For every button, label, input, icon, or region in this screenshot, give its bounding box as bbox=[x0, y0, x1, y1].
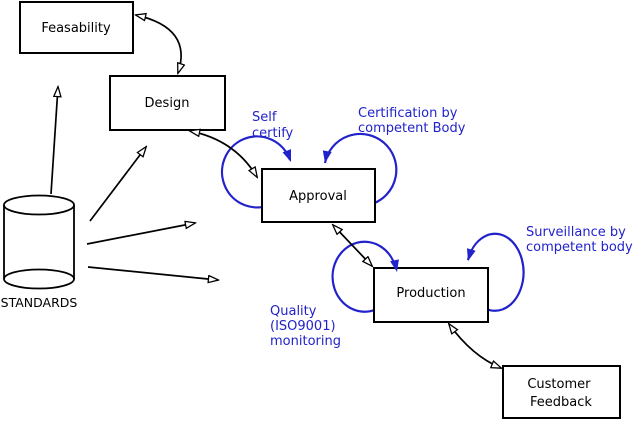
customer-feedback-node bbox=[502, 365, 621, 419]
certification-label: Certification by competent Body bbox=[358, 106, 466, 136]
surveillance-arrowhead-icon bbox=[466, 248, 476, 261]
arrow-standards-approval bbox=[86, 223, 195, 245]
arrow-standards-design bbox=[89, 147, 146, 222]
design-label: Design bbox=[145, 96, 190, 111]
quality-monitoring-label: Quality (ISO9001) monitoring bbox=[270, 304, 341, 349]
self-certify-label: Self certify bbox=[252, 110, 294, 141]
quality-monitoring-arrowhead-icon bbox=[390, 259, 399, 272]
surveillance-loop bbox=[466, 232, 525, 312]
arrow-production-customer-feedback bbox=[449, 324, 501, 368]
standards-label: STANDARDS bbox=[1, 295, 78, 310]
loop-arrowheads bbox=[282, 149, 476, 272]
approval-label: Approval bbox=[289, 189, 347, 204]
design-node bbox=[109, 75, 226, 131]
arrow-feasability-design bbox=[136, 15, 181, 73]
cylinder-bottom bbox=[3, 268, 75, 290]
self-certify-arrowhead-icon bbox=[282, 149, 291, 162]
surveillance-label: Surveillance by competent body bbox=[526, 225, 633, 255]
certification-loop bbox=[323, 132, 398, 206]
arrow-standards-feasability bbox=[50, 87, 58, 195]
customer-feedback-label: Customer Feedback bbox=[527, 377, 594, 410]
standards-datastore bbox=[3, 194, 75, 290]
arrow-standards-production bbox=[87, 266, 218, 280]
arrow-design-approval bbox=[190, 131, 257, 177]
process-nodes bbox=[19, 1, 621, 419]
relation-arrows bbox=[50, 15, 501, 368]
feasability-label: Feasability bbox=[41, 21, 111, 36]
approval-node bbox=[261, 168, 376, 223]
cylinder-top bbox=[3, 194, 75, 216]
certification-arrowhead-icon bbox=[322, 150, 332, 163]
arrow-approval-production bbox=[333, 225, 372, 266]
production-label: Production bbox=[396, 286, 465, 301]
feasability-node bbox=[19, 1, 134, 54]
production-node bbox=[373, 267, 489, 323]
